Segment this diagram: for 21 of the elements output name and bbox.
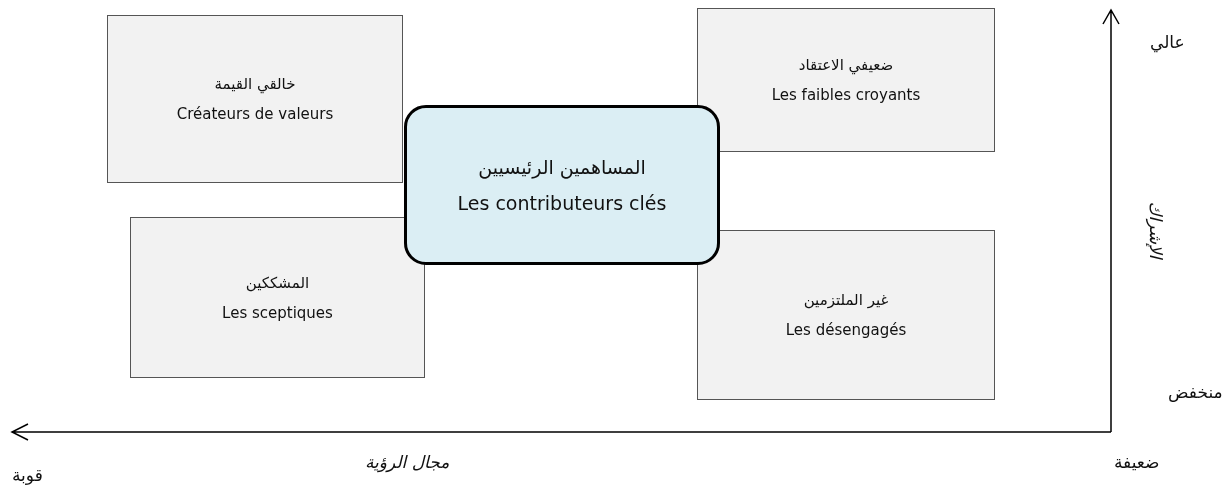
axis-label: عالي [1150, 32, 1185, 52]
french-title: Créateurs de valeurs [176, 105, 334, 123]
quadrant-box [697, 8, 995, 152]
quadrant-box [697, 230, 995, 400]
axis-label: مجال الرؤية [365, 452, 450, 472]
arabic-title: غير الملتزمين [803, 291, 889, 309]
arabic-title: المشككين [245, 273, 310, 292]
french-title: Les désengagés [785, 321, 907, 339]
quadrant-box [107, 15, 403, 183]
french-title: Les faibles croyants [771, 86, 921, 104]
quadrant-box [130, 217, 425, 378]
arabic-title: ضعيفي الاعتقاد [798, 56, 894, 74]
french-title: Les contributeurs clés [457, 192, 667, 214]
highlighted-quadrant-box [404, 105, 720, 265]
axis-label: الإشراك [1146, 201, 1167, 259]
axis-label: ضعيفة [1114, 452, 1160, 472]
arabic-title: خالقي القيمة [214, 75, 296, 93]
french-title: Les sceptiques [222, 303, 333, 322]
axis-label: قوبة [12, 465, 43, 485]
arabic-title: المساهمين الرئيسيين [478, 156, 646, 178]
axis-label: منخفض [1168, 382, 1223, 402]
